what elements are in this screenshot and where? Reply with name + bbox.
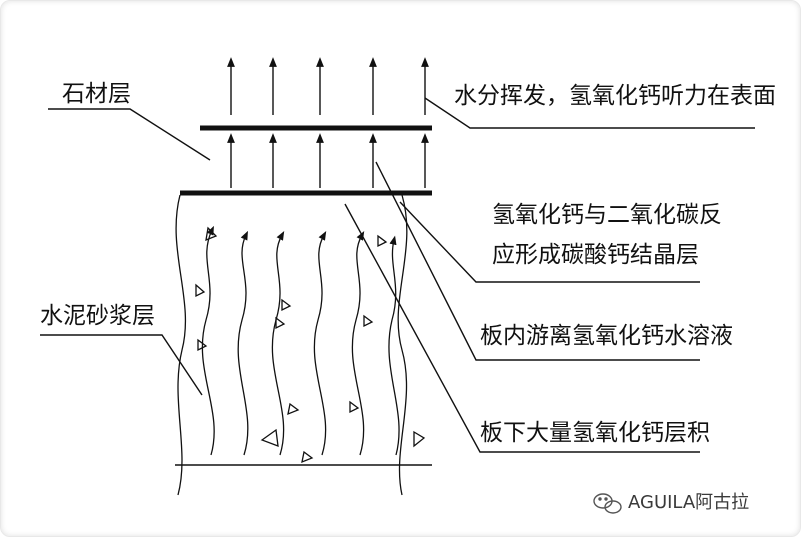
accumulation-label: 板下大量氢氧化钙层积 [480, 420, 710, 446]
evaporation-label: 水分挥发，氢氧化钙听力在表面 [454, 83, 776, 109]
reaction-label-line2: 应形成碳酸钙结晶层 [492, 242, 699, 268]
mortar-flow-arrows [201, 225, 400, 456]
wechat-icon [593, 493, 622, 514]
free-solution-label: 板内游离氢氧化钙水溶液 [480, 323, 733, 349]
watermark-text: AGUILA阿古拉 [628, 492, 749, 513]
mortar-right-boundary [397, 194, 408, 496]
aggregate-particles [195, 226, 426, 464]
leader-lines [40, 97, 755, 453]
stone-internal-arrows [227, 133, 429, 188]
evaporation-arrows [227, 57, 429, 115]
mortar-left-boundary [175, 194, 186, 496]
mortar-layer-label: 水泥砂浆层 [40, 303, 155, 329]
stone-layer-label: 石材层 [62, 81, 131, 107]
reaction-label-line1: 氢氧化钙与二氧化碳反 [492, 202, 722, 228]
watermark: AGUILA阿古拉 [593, 492, 749, 514]
